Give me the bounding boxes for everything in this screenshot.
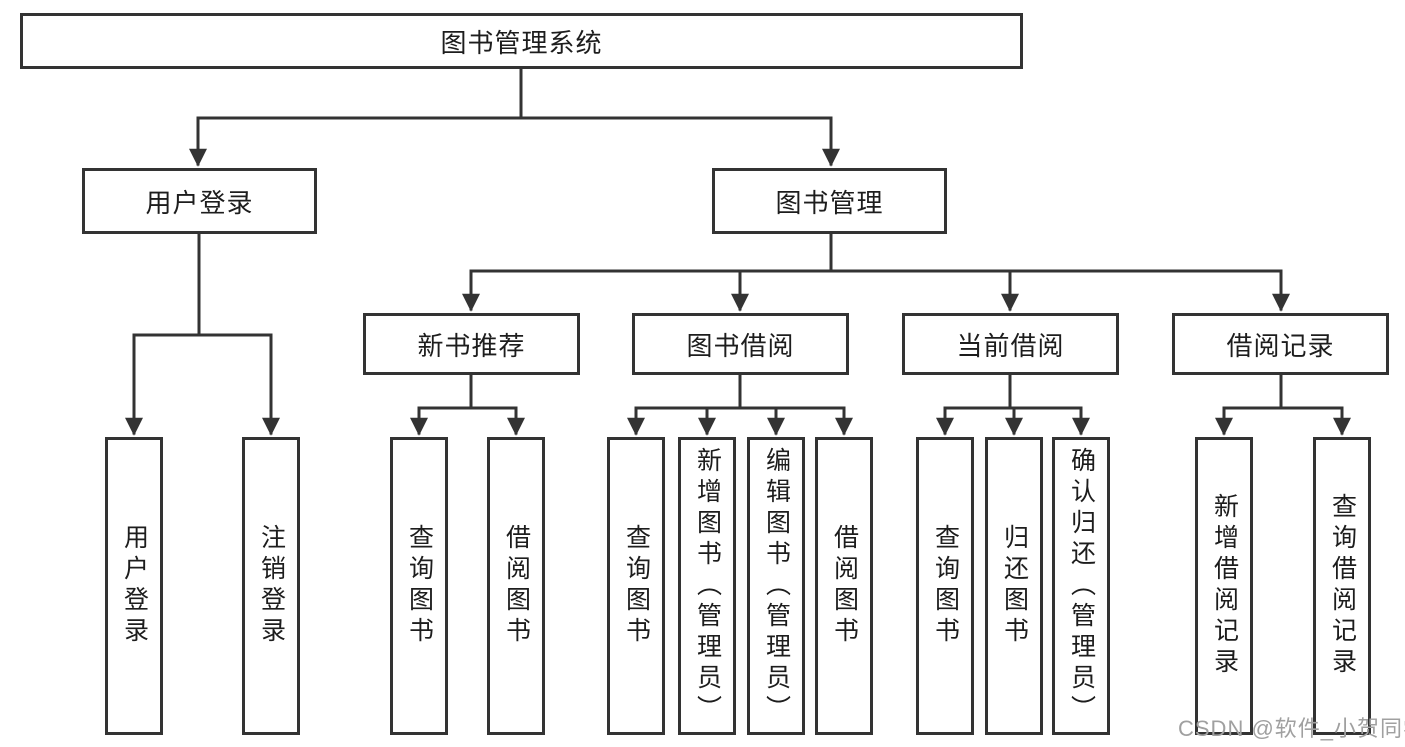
node-user-login: 用户登录 — [82, 168, 317, 234]
edges-book-mgmt — [462, 232, 1290, 312]
leaf-edit-books-admin: 编辑图书（管理员） — [747, 437, 805, 735]
node-new-book-recommend: 新书推荐 — [363, 313, 580, 375]
edges-root — [189, 67, 840, 167]
node-book-borrowing: 图书借阅 — [632, 313, 849, 375]
edges-book-borrow — [627, 373, 853, 436]
csdn-watermark: CSDN @软件_小贺同学 — [1178, 716, 1405, 741]
leaf-query-books: 查询图书 — [607, 437, 665, 735]
edges-borrow-records — [1215, 373, 1351, 436]
leaf-return-books: 归还图书 — [985, 437, 1043, 735]
edges-new-books — [410, 373, 525, 436]
leaf-query-books: 查询图书 — [390, 437, 448, 735]
edges-user-login — [125, 232, 280, 436]
leaf-query-books: 查询图书 — [916, 437, 974, 735]
node-current-borrowing: 当前借阅 — [902, 313, 1119, 375]
leaf-user-login: 用户登录 — [105, 437, 163, 735]
leaf-add-books-admin: 新增图书（管理员） — [678, 437, 736, 735]
leaf-add-borrow-record: 新增借阅记录 — [1195, 437, 1253, 735]
leaf-query-borrow-record: 查询借阅记录 — [1313, 437, 1371, 735]
node-book-management: 图书管理 — [712, 168, 947, 234]
leaf-confirm-return-admin: 确认归还（管理员） — [1052, 437, 1110, 735]
node-system-root: 图书管理系统 — [20, 13, 1023, 69]
leaf-borrow-books: 借阅图书 — [815, 437, 873, 735]
node-borrowing-records: 借阅记录 — [1172, 313, 1389, 375]
leaf-logout: 注销登录 — [242, 437, 300, 735]
leaf-borrow-books: 借阅图书 — [487, 437, 545, 735]
edges-current-borrow — [936, 373, 1090, 436]
